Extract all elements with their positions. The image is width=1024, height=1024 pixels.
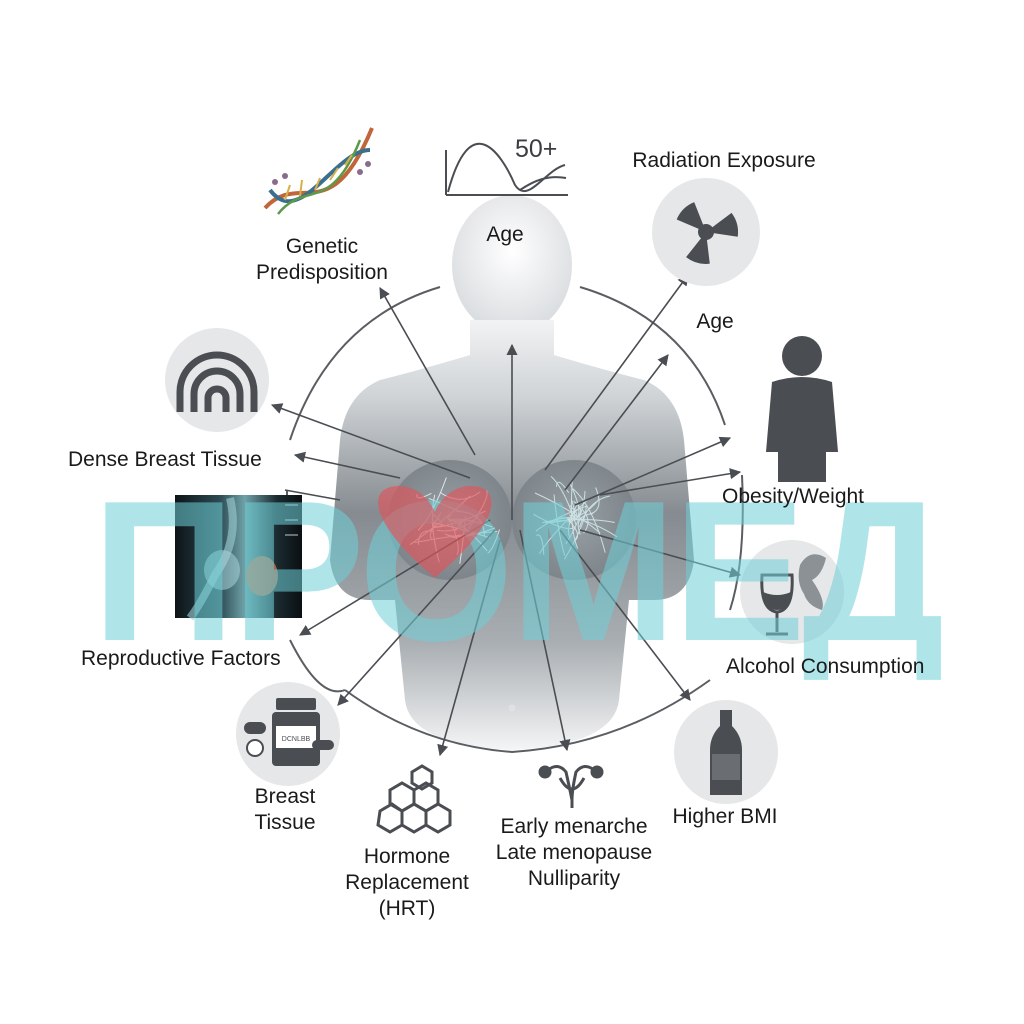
tissue-strand — [487, 529, 500, 554]
label-reproductive-factors: Reproductive Factors — [81, 647, 281, 670]
watermark-heart — [378, 486, 492, 578]
uterus-icon — [538, 765, 604, 808]
tissue-strand — [544, 498, 600, 524]
tissue-strand — [565, 490, 586, 544]
bottle-icon — [674, 700, 778, 804]
tissue-strand — [572, 488, 606, 553]
age-graph-label: 50+ — [515, 135, 558, 163]
tissue-strand — [538, 499, 588, 555]
mammogram-image — [175, 495, 302, 621]
radiation-icon — [652, 178, 760, 286]
tissue-strand — [567, 503, 579, 537]
pill-bottle-text: DCNLBB — [282, 736, 311, 743]
tissue-strand — [573, 500, 581, 522]
watermark: ПРОМЕД — [92, 460, 945, 683]
label-dense-breast-tissue: Dense Breast Tissue — [68, 448, 262, 471]
tissue-strand — [564, 505, 587, 560]
tissue-strand — [545, 519, 615, 523]
breast-tissue-network-right — [533, 476, 618, 560]
watermark-text: ПРОМЕД — [92, 460, 941, 683]
tissue-strand — [533, 513, 576, 530]
pill-bottle-icon: DCNLBB — [236, 682, 340, 786]
arch-icon — [165, 328, 269, 432]
label-higher-bmi: Higher BMI — [672, 805, 778, 828]
label-age-top: Age — [486, 223, 524, 246]
label-genetic-predisposition: Genetic Predisposition — [256, 235, 388, 284]
tissue-strand — [535, 505, 588, 532]
label-reproductive-details: Early menarche Late menopause Nulliparit… — [495, 815, 653, 890]
dna-icon — [263, 127, 374, 215]
age-curve-icon — [445, 142, 568, 196]
tissue-strand — [553, 494, 566, 556]
wine-icon — [740, 540, 844, 644]
molecule-icon — [376, 764, 452, 834]
silhouette-icon — [766, 336, 838, 482]
label-age-right: Age — [696, 310, 734, 333]
tissue-strand — [534, 492, 601, 534]
label-hormone-replacement: Hormone Replacement (HRT) — [345, 845, 469, 920]
tissue-strand — [550, 476, 577, 526]
tissue-strand — [536, 534, 545, 555]
label-radiation-exposure: Radiation Exposure — [632, 149, 816, 172]
tissue-strand — [556, 481, 570, 494]
tissue-strand — [566, 498, 576, 523]
tissue-strand — [579, 495, 610, 528]
label-breast-tissue: Breast Tissue — [254, 785, 316, 834]
label-obesity-weight: Obesity/Weight — [722, 485, 865, 508]
outer-circle — [286, 286, 744, 754]
label-alcohol-consumption: Alcohol Consumption — [726, 655, 925, 678]
